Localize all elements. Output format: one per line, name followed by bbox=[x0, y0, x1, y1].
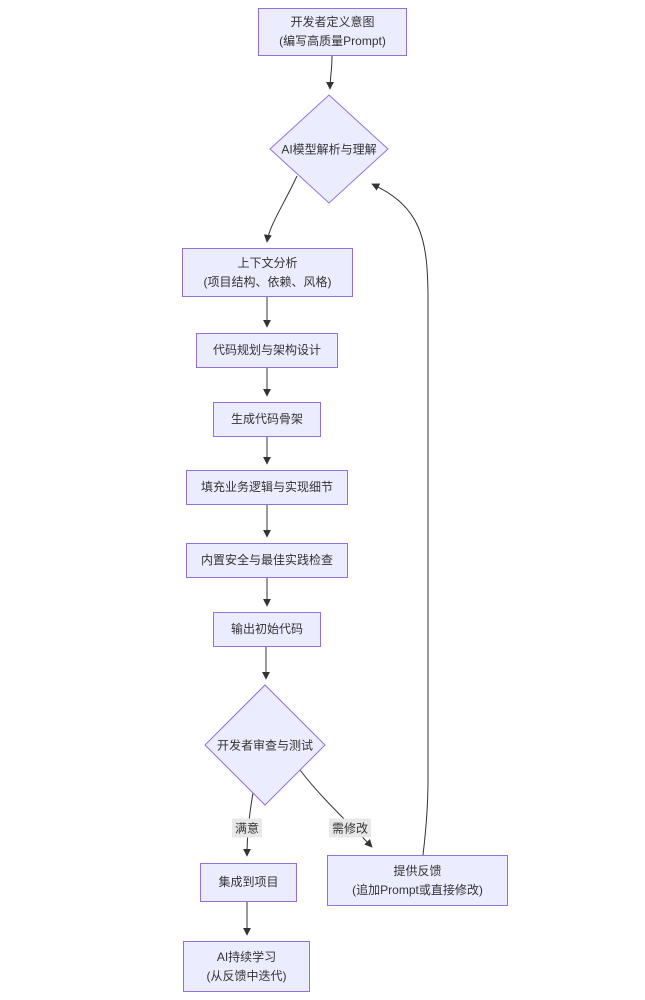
node-code-planning: 代码规划与架构设计 bbox=[196, 333, 338, 368]
node-continuous-learning-label: AI持续学习 bbox=[216, 949, 277, 964]
node-security-check-label: 内置安全与最佳实践检查 bbox=[200, 553, 333, 567]
node-fill-logic-label: 填充业务逻辑与实现细节 bbox=[200, 480, 333, 494]
node-continuous-learning: AI持续学习 (从反馈中迭代) bbox=[183, 941, 310, 992]
node-context-analysis-sublabel: (项目结构、依赖、风格) bbox=[203, 274, 332, 289]
diamond-review-test-shape bbox=[204, 684, 326, 806]
node-initial-code: 输出初始代码 bbox=[213, 612, 321, 647]
node-feedback: 提供反馈 (追加Prompt或直接修改) bbox=[327, 855, 508, 906]
diamond-ai-parse-shape bbox=[269, 94, 389, 204]
node-security-check: 内置安全与最佳实践检查 bbox=[186, 543, 348, 578]
node-initial-code-label: 输出初始代码 bbox=[230, 622, 303, 636]
node-code-planning-label: 代码规划与架构设计 bbox=[212, 343, 321, 357]
node-integrate: 集成到项目 bbox=[200, 863, 297, 902]
node-context-analysis: 上下文分析 (项目结构、依赖、风格) bbox=[182, 248, 353, 297]
node-skeleton: 生成代码骨架 bbox=[213, 402, 321, 437]
node-review-test-label: 开发者审查与测试 bbox=[216, 738, 314, 753]
node-skeleton-label: 生成代码骨架 bbox=[230, 412, 303, 426]
node-define-intent-sublabel: (编写高质量Prompt) bbox=[279, 34, 386, 48]
node-fill-logic: 填充业务逻辑与实现细节 bbox=[186, 470, 348, 505]
edge-feedback-to-ai-parse bbox=[371, 183, 429, 856]
node-feedback-label: 提供反馈 bbox=[393, 863, 442, 878]
edge-define-intent-to-ai-parse bbox=[326, 55, 335, 90]
node-define-intent: 开发者定义意图 (编写高质量Prompt) bbox=[258, 8, 407, 56]
node-integrate-label: 集成到项目 bbox=[218, 875, 279, 889]
node-continuous-learning-sublabel: (从反馈中迭代) bbox=[206, 968, 287, 983]
edge-review-test-to-feedback bbox=[299, 769, 373, 848]
node-define-intent-label: 开发者定义意图 bbox=[290, 15, 375, 29]
node-ai-parse-label: AI模型解析与理解 bbox=[281, 142, 377, 157]
edge-label-needs-change: 需修改 bbox=[328, 818, 372, 838]
edge-ai-parse-to-context-analysis bbox=[263, 175, 298, 243]
edge-label-satisfied: 满意 bbox=[231, 818, 263, 838]
node-feedback-sublabel: (追加Prompt或直接修改) bbox=[352, 882, 483, 897]
node-context-analysis-label: 上下文分析 bbox=[237, 255, 298, 270]
